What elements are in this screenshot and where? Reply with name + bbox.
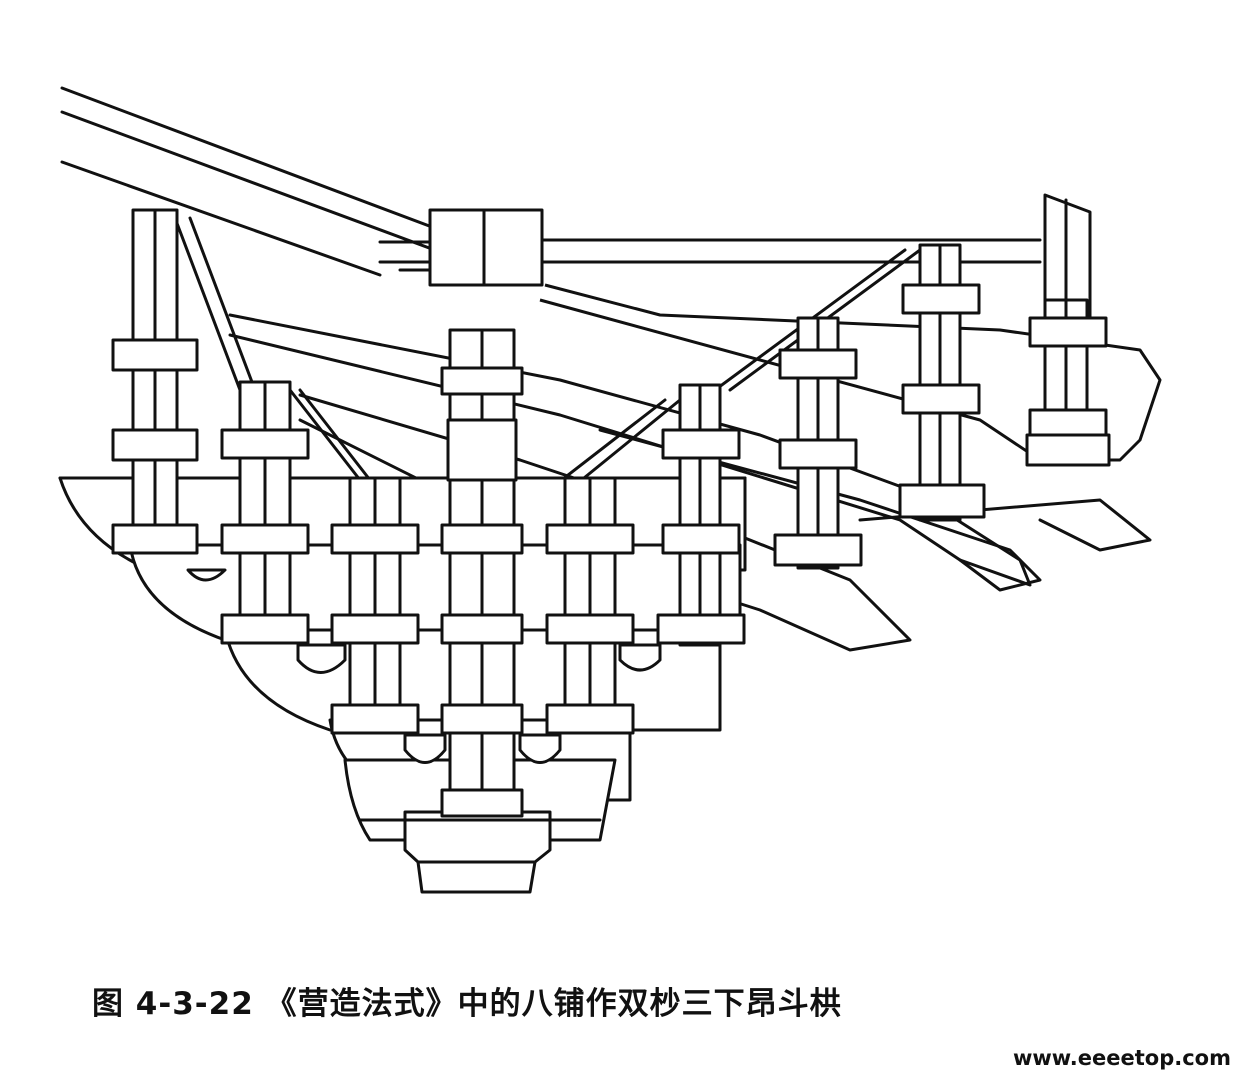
- lower-tiers: [128, 543, 742, 894]
- small-blocks: [186, 568, 662, 764]
- figure-caption: 图 4-3-22 《营造法式》中的八铺作双杪三下昂斗栱: [92, 986, 842, 1022]
- watermark-text: www.eeeetop.com: [1012, 1046, 1231, 1070]
- top-block: [428, 208, 1042, 287]
- bracket-set-drawing: [58, 86, 1162, 894]
- bracket-columns: [111, 208, 1111, 818]
- dougong-line-drawing: [58, 86, 1162, 894]
- rafters: [60, 86, 442, 277]
